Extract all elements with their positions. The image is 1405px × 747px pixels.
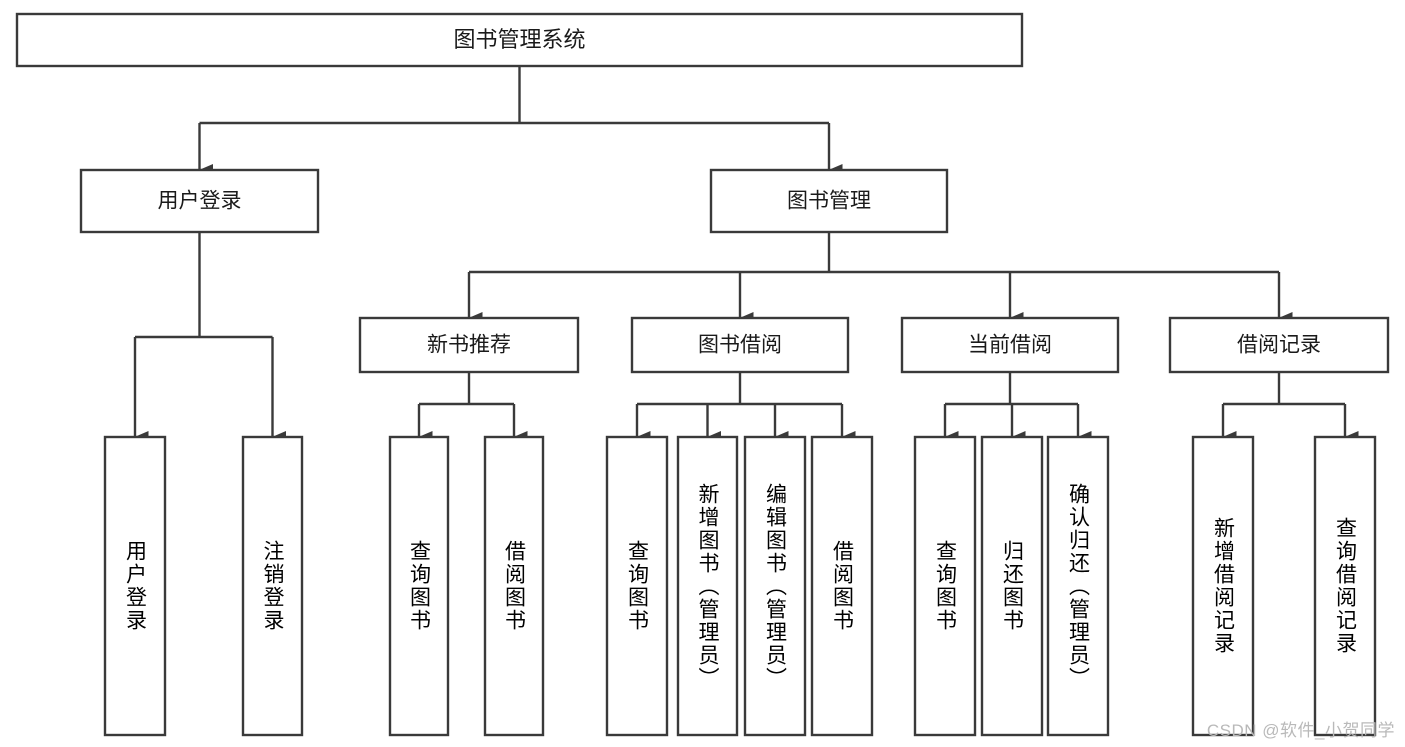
leaf-label-wrapper: 确认归还（管理员） <box>1066 482 1090 690</box>
leaf-node-box[interactable] <box>913 435 977 737</box>
leaf-label-wrapper: 借阅图书 <box>502 540 526 632</box>
leaf-node-leaf-borrow-book-1[interactable]: 借阅图书 <box>483 435 545 737</box>
leaf-node-label: 查询图书 <box>407 540 431 632</box>
leaf-label-wrapper: 查询图书 <box>625 540 649 632</box>
leaf-node-leaf-edit-book[interactable]: 编辑图书（管理员） <box>743 435 807 737</box>
leaf-node-box[interactable] <box>483 435 545 737</box>
leaf-node-leaf-borrow-book-2[interactable]: 借阅图书 <box>810 435 874 737</box>
leaf-node-leaf-return-book[interactable]: 归还图书 <box>980 435 1044 737</box>
leaf-node-leaf-query-book-1[interactable]: 查询图书 <box>388 435 450 737</box>
leaf-node-leaf-add-record[interactable]: 新增借阅记录 <box>1191 435 1255 737</box>
leaf-node-leaf-logout[interactable]: 注销登录 <box>241 435 304 737</box>
node-book-borrow-label: 图书借阅 <box>698 334 782 357</box>
leaf-node-label: 注销登录 <box>261 540 284 632</box>
node-current-borrow-label: 当前借阅 <box>968 334 1052 357</box>
leaf-node-leaf-query-book-2[interactable]: 查询图书 <box>605 435 669 737</box>
leaf-node-label: 新增借阅记录 <box>1211 517 1235 655</box>
leaf-node-leaf-add-book[interactable]: 新增图书（管理员） <box>676 435 739 737</box>
leaf-label-wrapper: 新增图书（管理员） <box>696 482 719 690</box>
leaf-label-wrapper: 编辑图书（管理员） <box>763 482 787 690</box>
leaf-node-box[interactable] <box>388 435 450 737</box>
node-new-book-recommend-box[interactable] <box>358 316 580 374</box>
leaf-node-box[interactable] <box>676 435 739 737</box>
node-user-login-label: 用户登录 <box>158 190 242 213</box>
node-current-borrow[interactable]: 当前借阅 <box>900 316 1120 374</box>
leaf-node-box[interactable] <box>1046 435 1110 737</box>
leaf-label-wrapper: 新增借阅记录 <box>1211 517 1235 655</box>
root-node[interactable]: 图书管理系统 <box>15 12 1024 68</box>
node-layer: 图书管理系统用户登录图书管理新书推荐图书借阅当前借阅借阅记录用户登录注销登录查询… <box>15 12 1390 737</box>
node-book-manage-box[interactable] <box>709 168 949 234</box>
leaf-node-box[interactable] <box>241 435 304 737</box>
leaf-node-label: 新增图书（管理员） <box>696 482 719 690</box>
node-user-login[interactable]: 用户登录 <box>79 168 320 234</box>
node-borrow-record-label: 借阅记录 <box>1237 334 1321 357</box>
leaf-node-box[interactable] <box>743 435 807 737</box>
node-borrow-record-box[interactable] <box>1168 316 1390 374</box>
node-book-manage[interactable]: 图书管理 <box>709 168 949 234</box>
node-book-borrow-box[interactable] <box>630 316 850 374</box>
leaf-label-wrapper: 注销登录 <box>261 540 284 632</box>
leaf-node-label: 查询图书 <box>625 540 649 632</box>
leaf-label-wrapper: 归还图书 <box>1000 540 1024 632</box>
leaf-label-wrapper: 查询图书 <box>407 540 431 632</box>
leaf-node-label: 查询图书 <box>933 540 957 632</box>
leaf-node-label: 编辑图书（管理员） <box>763 482 787 690</box>
root-node-label: 图书管理系统 <box>453 27 585 52</box>
connector-layer <box>133 66 1359 443</box>
leaf-node-label: 借阅图书 <box>502 540 526 632</box>
leaf-label-wrapper: 查询借阅记录 <box>1333 517 1357 655</box>
leaf-node-leaf-confirm-return[interactable]: 确认归还（管理员） <box>1046 435 1110 737</box>
leaf-node-leaf-user-login[interactable]: 用户登录 <box>103 435 167 737</box>
node-new-book-recommend[interactable]: 新书推荐 <box>358 316 580 374</box>
leaf-label-wrapper: 查询图书 <box>933 540 957 632</box>
leaf-node-box[interactable] <box>1191 435 1255 737</box>
leaf-node-box[interactable] <box>1313 435 1377 737</box>
leaf-node-leaf-query-record[interactable]: 查询借阅记录 <box>1313 435 1377 737</box>
leaf-node-box[interactable] <box>605 435 669 737</box>
leaf-label-wrapper: 用户登录 <box>123 540 147 632</box>
leaf-node-label: 查询借阅记录 <box>1333 517 1357 655</box>
root-node-box[interactable] <box>15 12 1024 68</box>
node-current-borrow-box[interactable] <box>900 316 1120 374</box>
node-book-manage-label: 图书管理 <box>787 190 871 213</box>
leaf-node-label: 用户登录 <box>123 540 147 632</box>
leaf-node-label: 确认归还（管理员） <box>1066 482 1090 690</box>
leaf-node-box[interactable] <box>103 435 167 737</box>
leaf-label-wrapper: 借阅图书 <box>830 540 854 632</box>
leaf-node-leaf-query-book-3[interactable]: 查询图书 <box>913 435 977 737</box>
leaf-node-label: 借阅图书 <box>830 540 854 632</box>
leaf-node-box[interactable] <box>980 435 1044 737</box>
node-book-borrow[interactable]: 图书借阅 <box>630 316 850 374</box>
leaf-node-box[interactable] <box>810 435 874 737</box>
node-new-book-recommend-label: 新书推荐 <box>427 334 511 357</box>
node-borrow-record[interactable]: 借阅记录 <box>1168 316 1390 374</box>
leaf-node-label: 归还图书 <box>1000 540 1024 632</box>
node-user-login-box[interactable] <box>79 168 320 234</box>
